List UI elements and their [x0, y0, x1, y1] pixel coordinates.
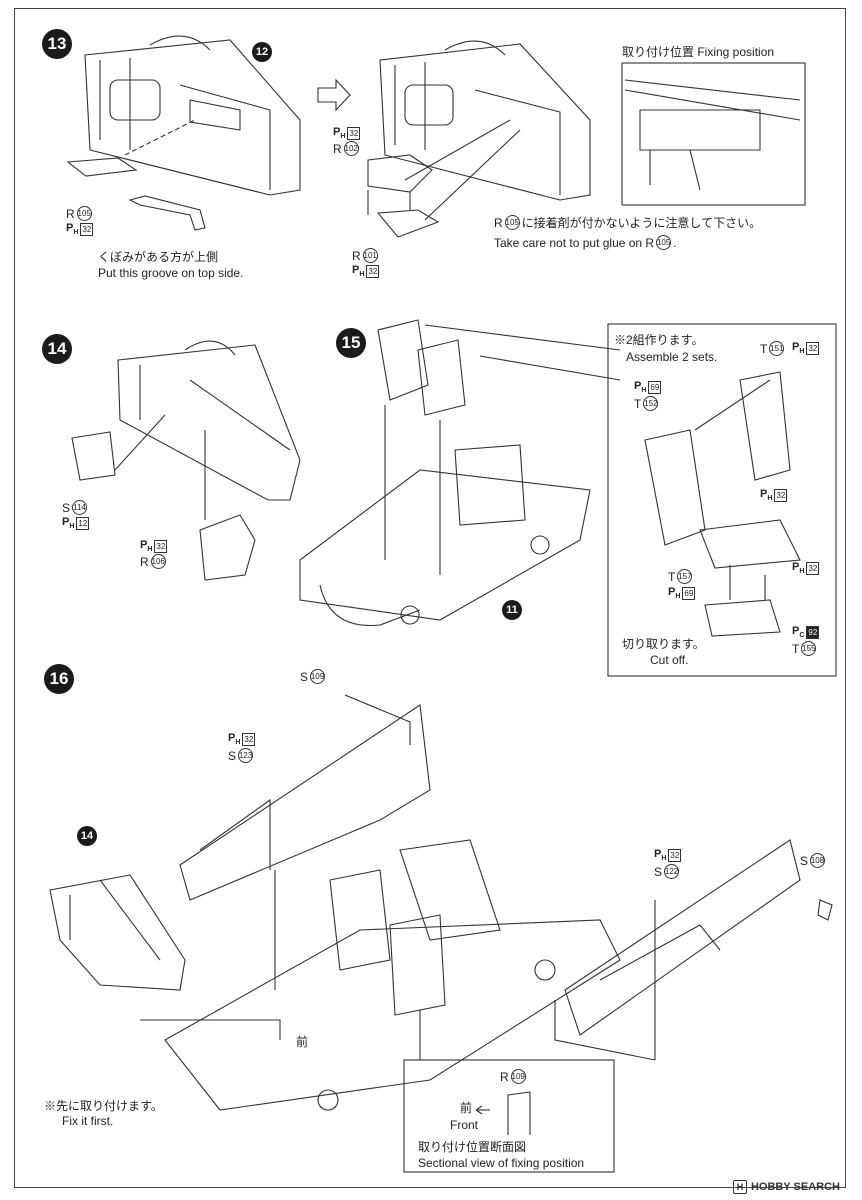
side-panel-right [564, 839, 833, 1036]
assemble-note-en: Assemble 2 sets. [626, 350, 718, 364]
step-13-marker: 13 [42, 29, 72, 59]
subassembly-12-marker: 12 [252, 42, 272, 62]
step-16-marker: 16 [44, 664, 74, 694]
seat-exploded [644, 371, 801, 637]
front-label-jp-a: 前 [296, 1035, 309, 1049]
cutoff-note-en: Cut off. [650, 653, 689, 667]
cutoff-note-jp: 切り取ります。 [622, 637, 705, 651]
instruction-sheet-border [14, 8, 846, 1188]
fix-first-note-jp: ※先に取り付けます。 [44, 1099, 163, 1113]
step-14-marker: 14 [42, 334, 72, 364]
sectional-view-jp: 取り付け位置断面図 [418, 1140, 527, 1154]
subassembly-14-marker: 14 [77, 826, 97, 846]
dashboard-14 [71, 340, 301, 581]
front-label-en: Front [450, 1118, 479, 1132]
subassembly-11-marker: 11 [502, 600, 522, 620]
groove-note-en: Put this groove on top side. [98, 266, 244, 280]
chassis-15 [299, 319, 591, 627]
assemble-note-jp: ※2組作ります。 [614, 333, 704, 347]
floor-16 [164, 839, 621, 1111]
assemble-sets-frame [607, 323, 837, 677]
groove-note-jp: くぼみがある方が上側 [98, 250, 219, 264]
sectional-frame [403, 1059, 615, 1173]
front-label-jp-b: 前 [460, 1101, 473, 1115]
dashboard-16 [49, 874, 186, 991]
side-panel-left [179, 694, 431, 901]
panel-105 [66, 119, 196, 177]
hobbysearch-logo-icon: H [732, 1180, 747, 1194]
dashboard-13b [367, 40, 591, 238]
groove-part [128, 195, 206, 231]
fixing-position-label: 取り付け位置 Fixing position [622, 45, 775, 59]
step-15-marker: 15 [336, 328, 366, 358]
sectional-view-en: Sectional view of fixing position [418, 1156, 585, 1170]
fix-first-note-en: Fix it first. [62, 1114, 114, 1128]
next-arrow [317, 78, 351, 112]
fixing-inset-art [624, 79, 801, 191]
fixing-position-frame [621, 62, 806, 206]
hobbysearch-watermark: H HOBBY SEARCH [732, 1180, 840, 1194]
dashboard-13a [84, 35, 301, 196]
